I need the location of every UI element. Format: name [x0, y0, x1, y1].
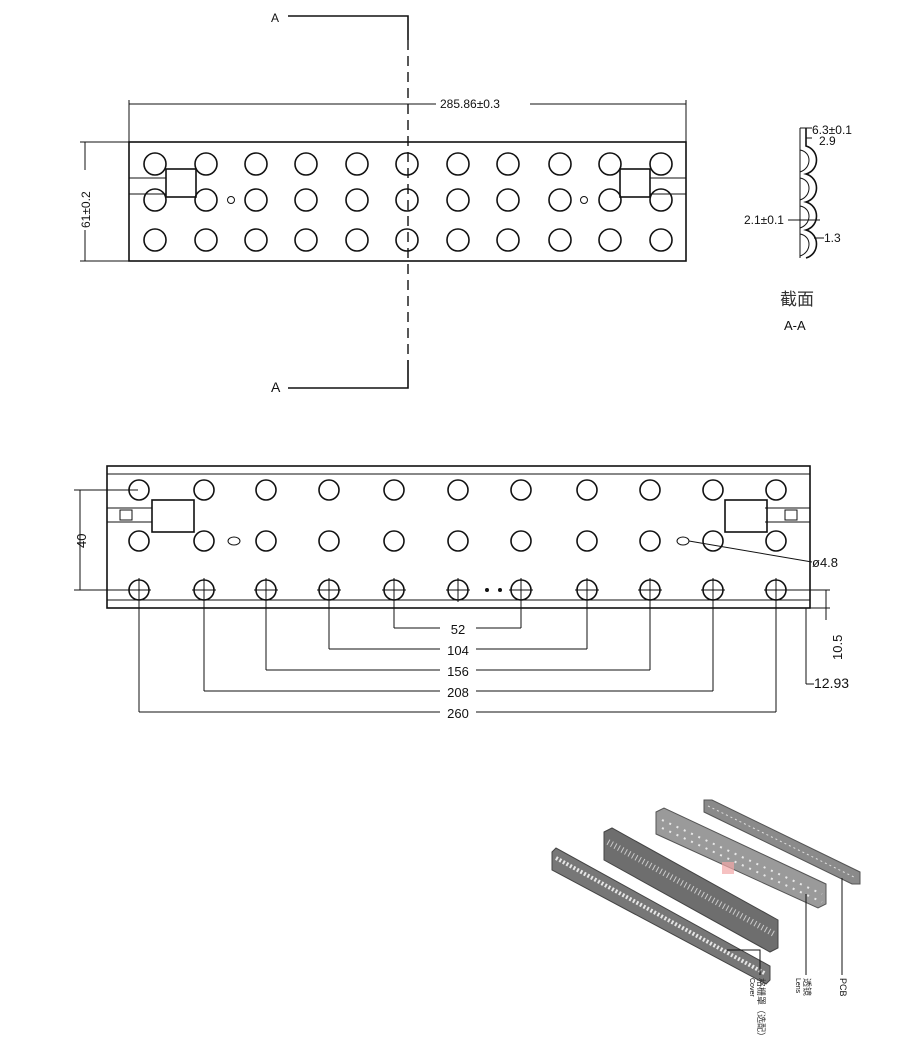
dim-12-93: 12.93	[814, 675, 849, 691]
top-lens-circle	[598, 188, 622, 212]
front-lens-circle	[702, 530, 724, 552]
top-lens-circle	[446, 152, 470, 176]
top-lens-circle	[496, 188, 520, 212]
front-lens-circle	[576, 530, 598, 552]
dim-width: 61±0.2	[79, 191, 93, 228]
top-lens-circle	[194, 188, 218, 212]
grille-part	[603, 827, 779, 953]
front-connector-left	[151, 499, 195, 533]
dim-section-2-9: 2.9	[819, 134, 836, 148]
front-lens-circle	[383, 479, 405, 501]
top-lens-circle	[446, 188, 470, 212]
top-lens-circle	[548, 152, 572, 176]
lens-label-en: Lens	[794, 978, 801, 994]
pitch-dim-260: 260	[447, 706, 469, 721]
front-lens-circle	[128, 530, 150, 552]
top-lens-circle	[244, 228, 268, 252]
front-lens-circle	[639, 530, 661, 552]
top-lens-circle	[143, 188, 167, 212]
connector-left	[165, 168, 197, 198]
top-lens-circle	[294, 152, 318, 176]
dim-section-2-1: 2.1±0.1	[744, 213, 784, 227]
top-lens-circle	[548, 228, 572, 252]
cover-label-cn: 格栅罩（选配）	[755, 978, 767, 1041]
dim-hole: ø4.8	[812, 555, 838, 570]
dim-section-1-3: 1.3	[824, 231, 841, 245]
lens-part	[655, 807, 827, 909]
top-lens-circle	[194, 228, 218, 252]
top-lens-circle	[143, 228, 167, 252]
front-lens-circle	[318, 530, 340, 552]
front-lens-circle	[702, 479, 724, 501]
front-lens-circle	[447, 530, 469, 552]
top-lens-circle	[598, 228, 622, 252]
front-lens-circle	[193, 479, 215, 501]
front-lens-circle	[318, 479, 340, 501]
exploded-view: 格栅罩（选配） Cover 透镜 Lens PCB	[551, 799, 861, 1041]
lens-label-cn: 透镜	[801, 978, 813, 996]
top-lens-circle	[294, 228, 318, 252]
front-connector-right	[724, 499, 768, 533]
cover-part	[551, 847, 771, 985]
front-lens-circle	[193, 530, 215, 552]
front-lens-circle	[765, 530, 787, 552]
top-lens-circle	[446, 228, 470, 252]
front-lens-circle	[383, 530, 405, 552]
section-label-cn: 截面	[780, 290, 814, 310]
top-lens-grid	[143, 152, 673, 252]
connector-right	[619, 168, 651, 198]
top-lens-circle	[395, 228, 419, 252]
section-label-aa: A-A	[784, 318, 806, 333]
cover-label-en: Cover	[748, 978, 755, 997]
top-lens-circle	[649, 228, 673, 252]
pcb-part	[703, 799, 861, 885]
top-lens-circle	[194, 152, 218, 176]
top-lens-circle	[244, 188, 268, 212]
pitch-dim-208: 208	[447, 685, 469, 700]
top-lens-circle	[345, 188, 369, 212]
top-lens-circle	[294, 188, 318, 212]
section-marker-top: A	[271, 11, 279, 25]
front-lens-circle	[765, 479, 787, 501]
accent-mark	[722, 862, 734, 874]
top-lens-circle	[496, 228, 520, 252]
section-view: 6.3±0.1 2.9 2.1±0.1 1.3 截面 A-A	[744, 123, 852, 333]
top-lens-circle	[649, 152, 673, 176]
top-lens-circle	[143, 152, 167, 176]
front-view: 40 ø4.8 10.5 12.93 52 104 156 208 260	[74, 465, 849, 721]
top-lens-circle	[345, 228, 369, 252]
pitch-dimensions: 52 104 156 208 260	[138, 600, 777, 721]
top-lens-circle	[395, 188, 419, 212]
top-lens-circle	[649, 188, 673, 212]
top-lens-circle	[345, 152, 369, 176]
front-lens-circle	[255, 479, 277, 501]
top-lens-circle	[496, 152, 520, 176]
dim-40: 40	[74, 534, 89, 548]
front-lens-circle	[639, 479, 661, 501]
dim-length: 285.86±0.3	[440, 97, 500, 111]
dim-10-5: 10.5	[830, 635, 845, 660]
top-lens-circle	[598, 152, 622, 176]
top-lens-circle	[244, 152, 268, 176]
front-lens-circle	[510, 479, 532, 501]
pitch-dim-156: 156	[447, 664, 469, 679]
top-lens-circle	[548, 188, 572, 212]
front-lens-circle	[576, 479, 598, 501]
top-lens-circle	[395, 152, 419, 176]
pitch-dim-104: 104	[447, 643, 469, 658]
front-lens-circle	[447, 479, 469, 501]
pitch-dim-52: 52	[451, 622, 465, 637]
dim-section-height: 6.3±0.1	[812, 123, 852, 137]
top-view: A A 285.86±0.3 61±0.2	[79, 11, 687, 395]
front-lens-circle	[255, 530, 277, 552]
front-lens-circle	[510, 530, 532, 552]
section-marker-bottom: A	[271, 379, 281, 395]
pcb-label: PCB	[838, 978, 848, 997]
